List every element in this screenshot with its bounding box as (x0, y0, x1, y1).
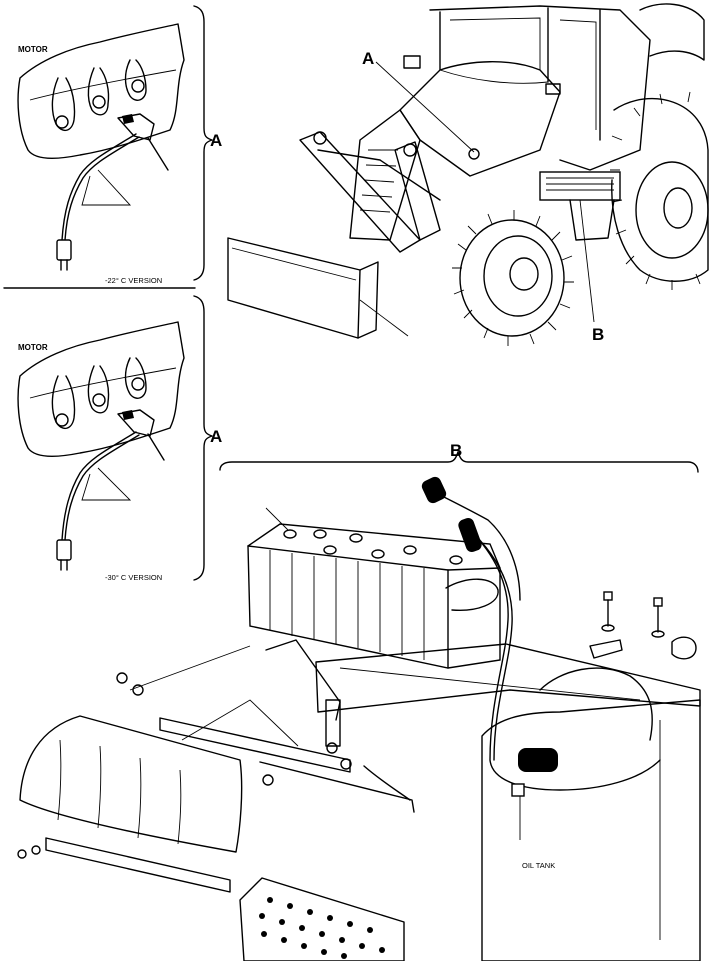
engine-block-2 (17, 321, 185, 457)
oil-tank (481, 699, 701, 962)
inset-bottom-title: MOTOR (18, 343, 48, 352)
grille (349, 109, 421, 241)
heater-plug (56, 239, 72, 261)
battery (247, 523, 501, 669)
battery-cover (19, 715, 243, 853)
oil-tank-label: OIL TANK (522, 861, 555, 870)
mirror-left (403, 55, 421, 69)
brace-top (193, 5, 213, 281)
heater-element (117, 113, 155, 141)
heater-plug-2 (56, 539, 72, 561)
inset-bottom: MOTOR -30° C VERSION (17, 321, 185, 582)
battery-handle (445, 578, 499, 611)
hold-down-rod (265, 639, 341, 721)
heater-cable (61, 133, 137, 241)
callout-battery-b: B (450, 441, 462, 460)
lobe-2 (87, 67, 110, 116)
loader-bucket (227, 237, 361, 339)
terminal-clamp-pos (421, 476, 447, 504)
leader-b-machine (579, 199, 595, 323)
cable-connector (518, 748, 558, 772)
lobe-3 (124, 59, 147, 101)
hold-down-bar (159, 717, 351, 773)
battery-cable-main (469, 529, 661, 791)
brace-bottom (193, 295, 213, 581)
loader-arm-right (394, 141, 441, 241)
step-plate (239, 877, 405, 962)
hood-point-a (468, 148, 480, 160)
ground-strap (539, 667, 653, 741)
mount-bolts (589, 591, 697, 660)
brace-battery (219, 451, 699, 473)
callout-inset-top: A (210, 131, 222, 150)
backhoe-loader (227, 3, 709, 346)
callout-machine-a: A (362, 49, 374, 68)
leader-a-machine (375, 61, 475, 153)
engine-block (17, 23, 185, 159)
inset-bottom-caption: -30° C VERSION (105, 573, 162, 582)
battery-box-marker (539, 171, 621, 201)
tank-fitting (511, 783, 525, 797)
lobe-1 (51, 77, 76, 131)
mirror-right (545, 83, 561, 95)
front-wheel (452, 210, 574, 346)
rear-wheel (610, 91, 709, 290)
mounting-strip (45, 837, 231, 893)
engine-hood (399, 61, 561, 177)
cab-frame (429, 5, 651, 171)
battery-cable-pos (429, 489, 521, 601)
terminal-clamp-neg (458, 517, 482, 553)
heater-cable-2 (61, 431, 137, 541)
backhoe-boom (639, 3, 705, 61)
callout-machine-b: B (592, 325, 604, 344)
inset-top-caption: -22° C VERSION (105, 276, 162, 285)
inset-top: MOTOR -22° C VERSION (17, 23, 185, 285)
callout-inset-bottom: A (210, 427, 222, 446)
battery-assembly (17, 476, 701, 962)
heater-element-2 (117, 409, 155, 437)
inset-top-title: MOTOR (18, 45, 48, 54)
step-plate-holes (259, 897, 385, 959)
